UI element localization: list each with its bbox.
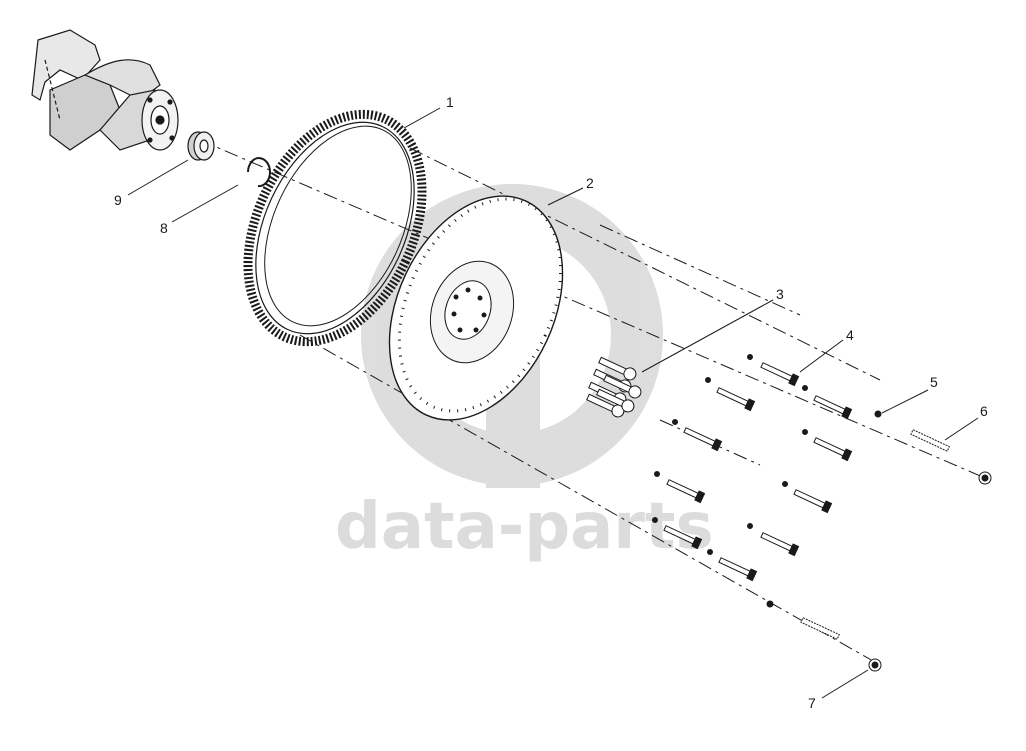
callout-5: 5 xyxy=(930,374,938,390)
callout-9: 9 xyxy=(114,192,122,208)
callout-6: 6 xyxy=(980,403,988,419)
crankshaft xyxy=(31,29,179,151)
callout-4: 4 xyxy=(846,327,854,343)
callout-7: 7 xyxy=(808,695,816,711)
callout-labels: 1 2 3 4 5 6 7 8 9 xyxy=(114,94,988,711)
pilot-bearing xyxy=(187,131,215,161)
leader-lines xyxy=(127,107,979,699)
washer-bolt-set xyxy=(652,354,882,608)
callout-2: 2 xyxy=(586,175,594,191)
callout-1: 1 xyxy=(446,94,454,110)
callout-8: 8 xyxy=(160,220,168,236)
stud-and-nut xyxy=(800,429,992,672)
flywheel-bolts xyxy=(586,356,642,418)
watermark-text: data-parts xyxy=(335,490,714,564)
alignment-lines xyxy=(199,139,986,666)
snap-ring xyxy=(247,157,271,188)
callout-3: 3 xyxy=(776,286,784,302)
flywheel xyxy=(388,195,564,421)
ring-gear xyxy=(243,109,427,347)
